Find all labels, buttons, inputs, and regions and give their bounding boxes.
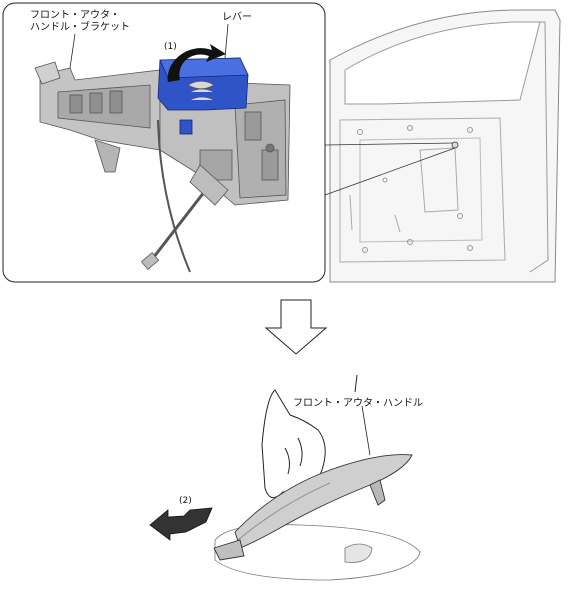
callout-lines	[324, 141, 459, 196]
rotate-arrow	[167, 44, 226, 82]
down-arrow-outline-icon	[264, 299, 328, 355]
handle-leader-line	[361, 405, 371, 456]
lever	[157, 57, 249, 135]
door-panel	[329, 9, 561, 283]
lever-label: レバー	[222, 12, 252, 23]
bracket-label-line2: ハンドル・ブラケット	[30, 22, 130, 33]
outer-handle-bracket	[34, 61, 291, 206]
step1-label: (1)	[164, 42, 177, 52]
bracket-label-line1: フロント・アウタ・	[30, 10, 120, 21]
handle-label: フロント・アウタ・ハンドル	[293, 398, 423, 409]
cable	[140, 119, 229, 273]
lever-leader-line	[224, 23, 229, 59]
bracket-leader-line	[69, 33, 76, 69]
left-arrow-icon	[149, 507, 213, 541]
step2-label: (2)	[179, 496, 192, 506]
outer-handle	[213, 454, 413, 561]
